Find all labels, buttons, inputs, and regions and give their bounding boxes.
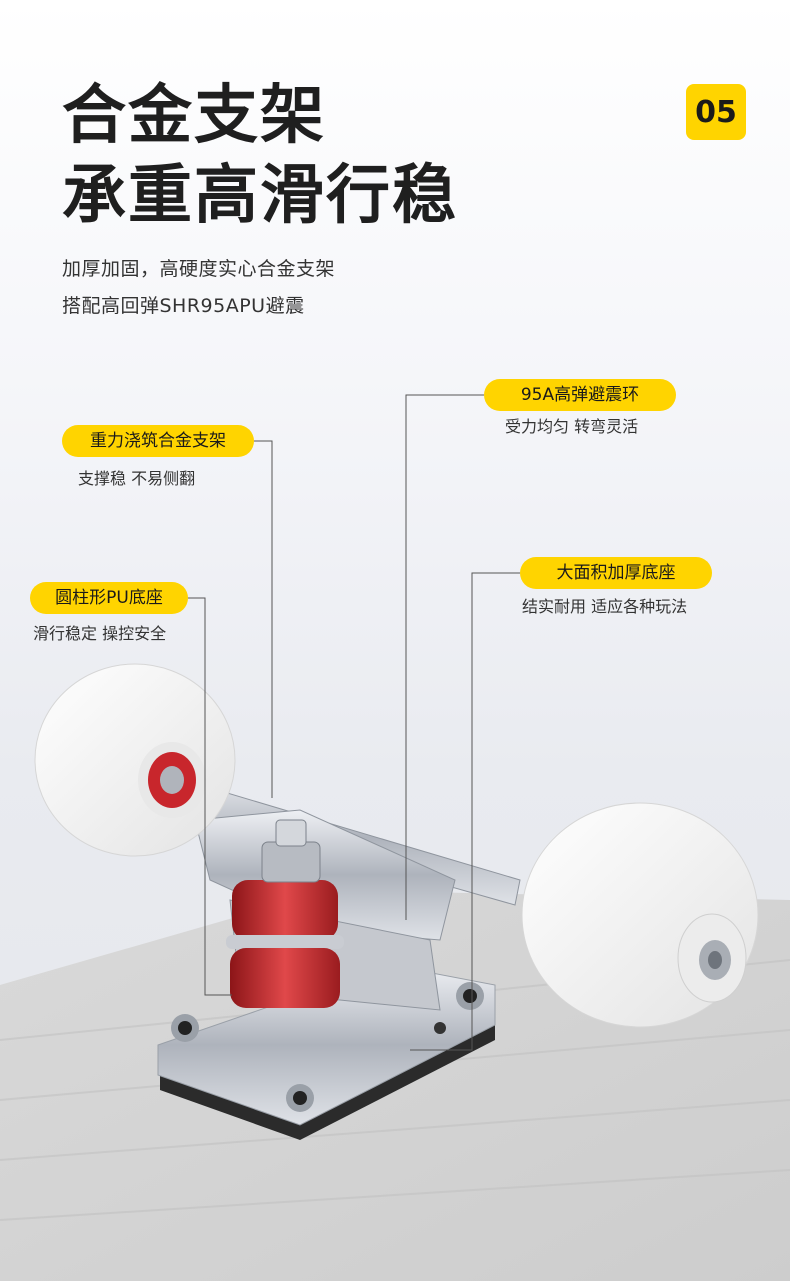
heading-line-2: 承重高滑行稳 bbox=[62, 159, 458, 233]
callout-desc-alloy-hanger: 支撑稳 不易侧翻 bbox=[78, 469, 196, 488]
leader-line-alloy-hanger bbox=[254, 440, 273, 798]
callout-label-pu-base: 圆柱形PU底座 bbox=[30, 582, 188, 614]
callout-label-shock-ring: 95A高弹避震环 bbox=[484, 379, 676, 411]
callout-label-baseplate: 大面积加厚底座 bbox=[520, 557, 712, 589]
leader-line-pu-base bbox=[188, 597, 232, 996]
left-wheel bbox=[34, 663, 236, 857]
leader-line-baseplate bbox=[410, 572, 520, 1051]
callout-desc-shock-ring: 受力均匀 转弯灵活 bbox=[505, 417, 639, 436]
intro-line-2: 搭配高回弹SHR95APU避震 bbox=[62, 295, 305, 317]
callout-label-alloy-hanger: 重力浇筑合金支架 bbox=[62, 425, 254, 457]
section-number-badge: 05 bbox=[686, 84, 746, 140]
bushings bbox=[226, 819, 344, 1008]
leader-line-shock-ring bbox=[405, 394, 484, 920]
right-wheel bbox=[521, 802, 759, 1028]
heading-line-1: 合金支架 bbox=[62, 79, 326, 153]
callout-desc-pu-base: 滑行稳定 操控安全 bbox=[33, 624, 167, 643]
intro-line-1: 加厚加固，高硬度实心合金支架 bbox=[62, 258, 336, 280]
callout-desc-baseplate: 结实耐用 适应各种玩法 bbox=[522, 597, 688, 616]
